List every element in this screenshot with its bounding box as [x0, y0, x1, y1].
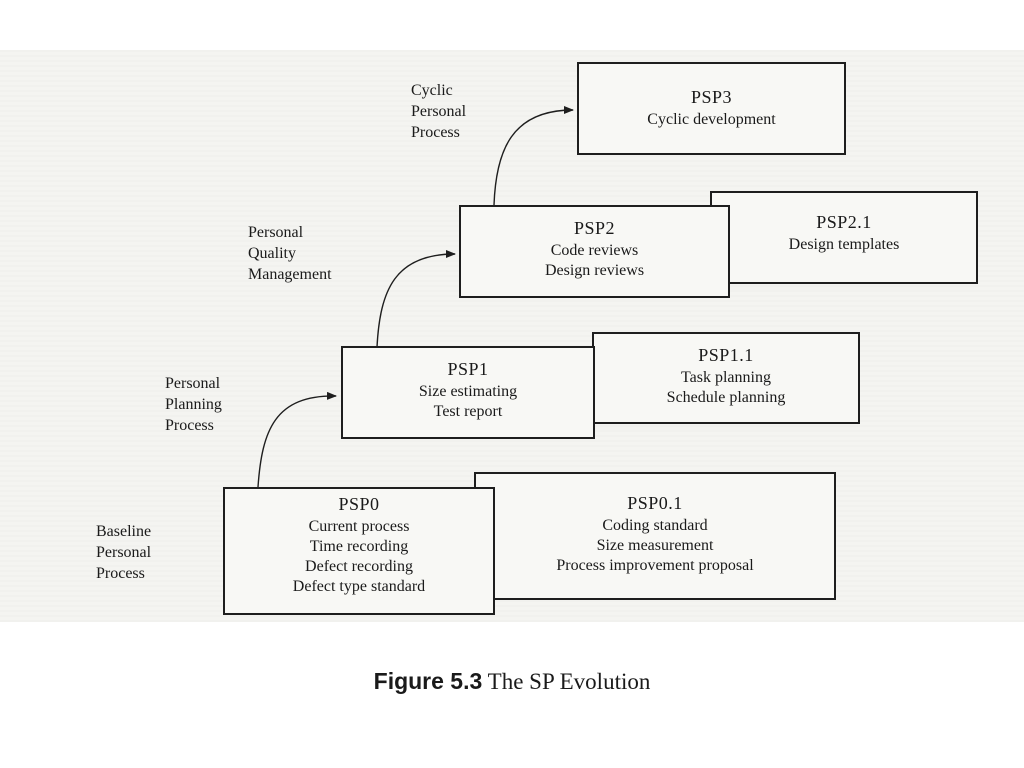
box-psp0: PSP0 Current process Time recording Defe… [223, 487, 495, 615]
stage-label-cyclic: Cyclic Personal Process [411, 80, 466, 143]
stage-label-line: Management [248, 266, 332, 283]
arrow-psp0-to-psp1 [257, 391, 337, 488]
box-title: PSP1 [447, 359, 489, 379]
box-psp1-1: PSP1.1 Task planning Schedule planning [592, 332, 860, 424]
stage-label-line: Process [165, 417, 214, 434]
box-line: Size estimating [418, 383, 518, 400]
box-line: Task planning [681, 369, 771, 386]
box-title: PSP2 [573, 218, 616, 238]
stage-label-line: Process [411, 124, 460, 141]
box-line: Schedule planning [666, 389, 786, 406]
box-line: Design reviews [544, 262, 645, 279]
arrow-psp2-to-psp3 [493, 106, 574, 206]
box-line: Process improvement proposal [556, 557, 754, 574]
stage-label-planning: Personal Planning Process [165, 373, 222, 436]
box-title: PSP1.1 [698, 345, 754, 365]
box-line: Design templates [788, 236, 900, 253]
caption-figure-number: Figure 5.3 [373, 668, 483, 694]
stage-label-line: Personal [96, 544, 152, 561]
box-line: Size measurement [596, 537, 714, 554]
box-psp2-1: PSP2.1 Design templates [710, 191, 978, 284]
stage-label-line: Quality [248, 245, 296, 262]
box-title: PSP0 [338, 494, 380, 514]
figure-caption: Figure 5.3 The SP Evolution [0, 668, 1024, 695]
box-line: Time recording [309, 538, 409, 555]
arrow-psp1-to-psp2 [376, 250, 456, 348]
box-line: Coding standard [602, 517, 708, 534]
box-line: Code reviews [550, 242, 639, 259]
stage-label-line: Cyclic [411, 82, 453, 99]
box-psp1: PSP1 Size estimating Test report [341, 346, 595, 439]
stage-label-quality: Personal Quality Management [248, 222, 332, 285]
box-psp3: PSP3 Cyclic development [577, 62, 846, 155]
box-line: Defect recording [305, 558, 413, 575]
box-line: Test report [433, 403, 503, 420]
stage-label-baseline: Baseline Personal Process [96, 521, 151, 584]
box-psp2: PSP2 Code reviews Design reviews [459, 205, 730, 298]
stage-label-line: Planning [165, 396, 222, 413]
box-line: Cyclic development [647, 111, 776, 128]
stage-label-line: Personal [248, 224, 304, 241]
box-line: Defect type standard [292, 578, 426, 595]
box-title: PSP0.1 [627, 493, 683, 513]
stage-label-line: Personal [165, 375, 221, 392]
box-psp0-1: PSP0.1 Coding standard Size measurement … [474, 472, 836, 600]
box-line: Current process [308, 518, 410, 535]
box-title: PSP3 [690, 87, 733, 107]
box-title: PSP2.1 [816, 212, 872, 232]
stage-label-line: Personal [411, 103, 467, 120]
stage-label-line: Baseline [96, 523, 152, 540]
caption-text: The SP Evolution [487, 669, 651, 694]
stage-label-line: Process [96, 565, 145, 582]
